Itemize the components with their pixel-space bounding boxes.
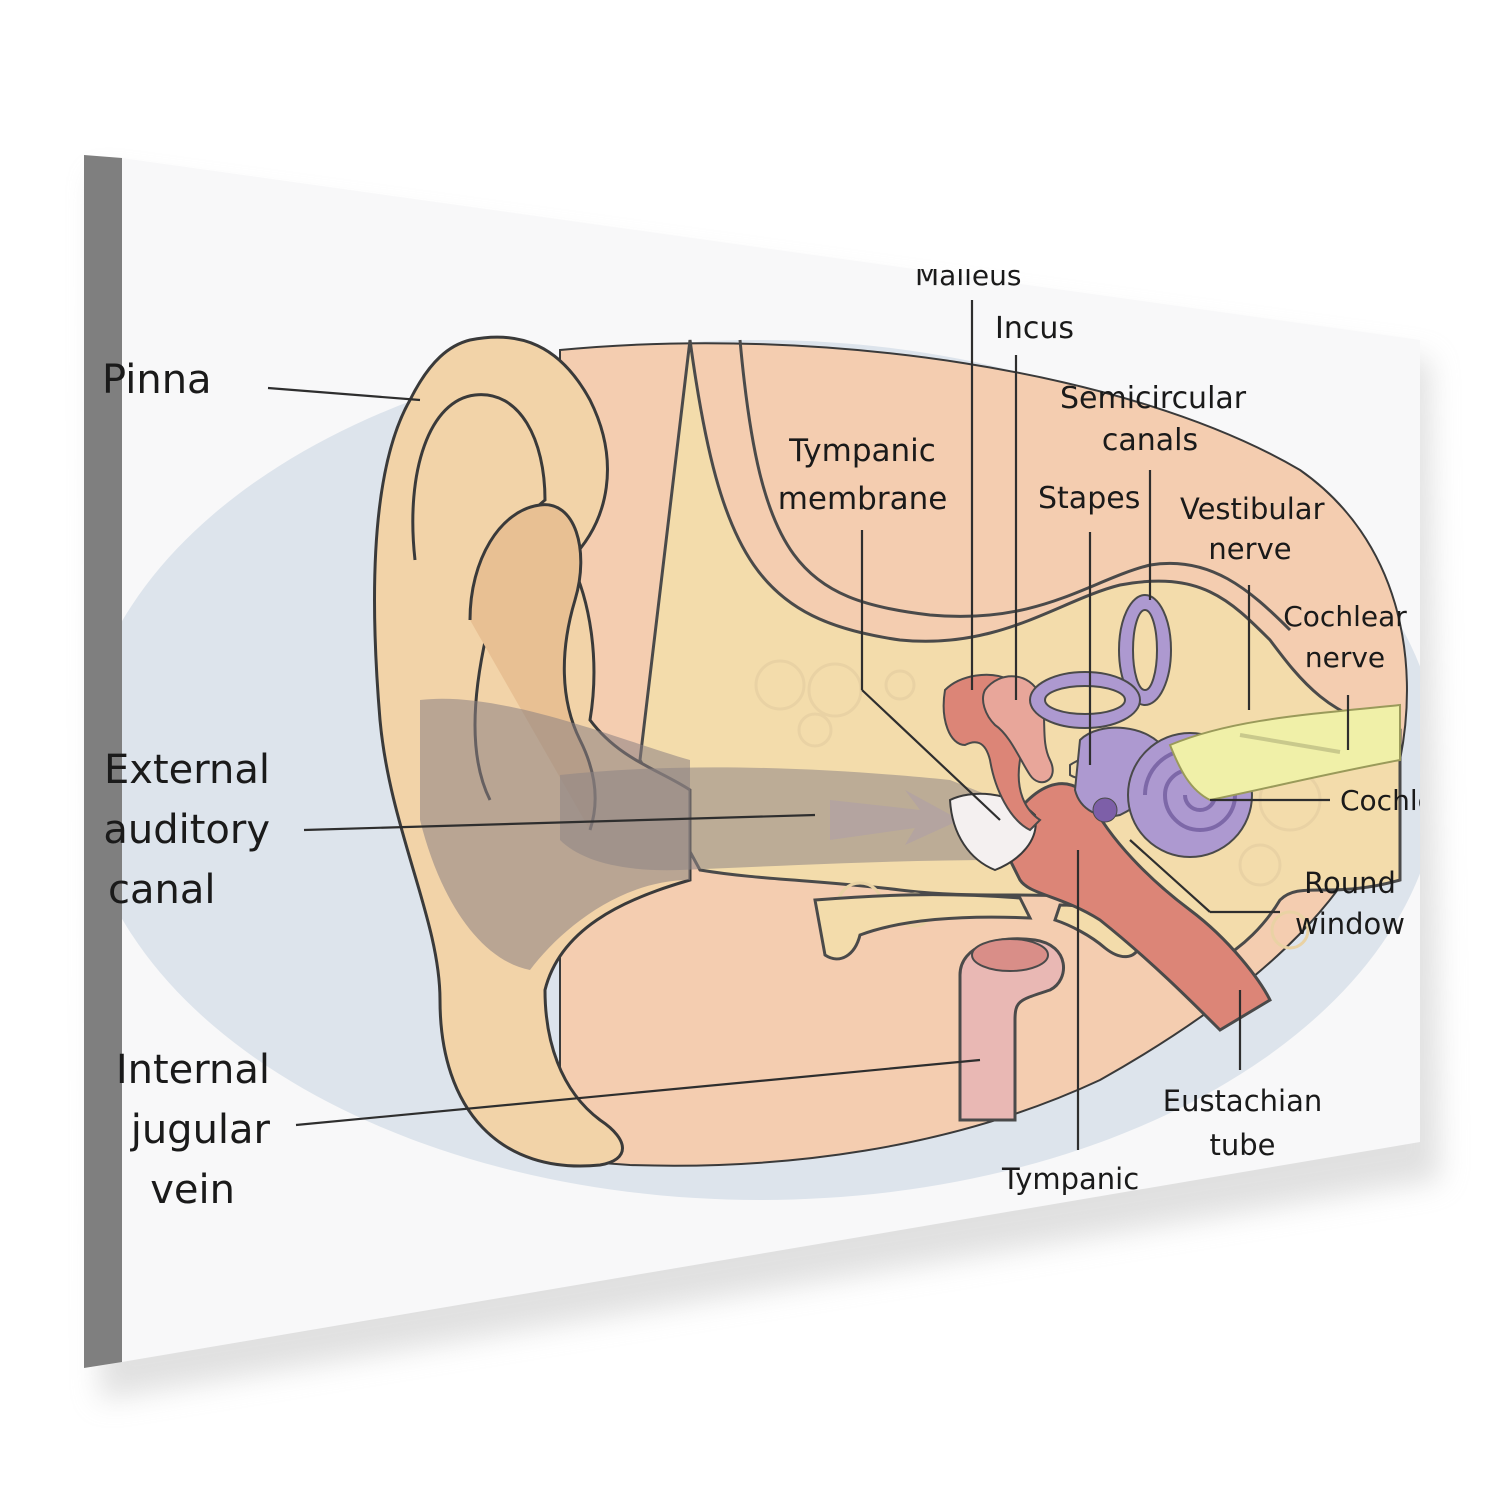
lower-bone: [813, 893, 1033, 961]
canal-arrow: [830, 790, 960, 845]
label-external-1: External: [104, 747, 270, 793]
label-vestibular-1: Vestibular: [1180, 492, 1325, 526]
label-tympanic-membrane-1: Tympanic: [789, 433, 936, 469]
label-cochlear-nerve-1: Cochlear: [1283, 600, 1407, 633]
external-auditory-canal: [560, 767, 1000, 871]
skull-inner-line: [738, 339, 1292, 632]
label-cochlea: Cochlea: [1340, 784, 1420, 817]
label-internal-2: jugular: [130, 1107, 270, 1153]
round-window: [1092, 797, 1118, 823]
label-pinna: Pinna: [102, 357, 212, 403]
label-tympanic-membrane-2: membrane: [777, 481, 948, 517]
label-round-window-1: Round: [1304, 866, 1396, 900]
concha-shading: [420, 698, 690, 970]
leader-lines: [267, 300, 1350, 1150]
vestibulocochlear-nerve: [1168, 703, 1401, 802]
illustration: [122, 300, 1420, 1200]
canvas-side-edge: [84, 155, 122, 1368]
label-eustachian-2: tube: [1209, 1128, 1276, 1162]
label-incus: Incus: [995, 311, 1074, 346]
label-semicircular-2: canals: [1101, 423, 1199, 458]
label-semicircular-1: Semicircular: [1060, 381, 1247, 416]
label-external-2: auditory: [103, 807, 270, 853]
label-external-3: canal: [108, 867, 216, 913]
semicircular-canals: [1029, 594, 1172, 729]
label-tympanic-cavity: Tympanic: [1002, 1162, 1140, 1196]
label-malleus: Malleus: [915, 259, 1022, 292]
label-eustachian-1: Eustachian: [1162, 1084, 1323, 1118]
label-stapes: Stapes: [1038, 481, 1141, 516]
pinna-helix-fold: [411, 393, 547, 801]
label-round-window-2: window: [1294, 907, 1406, 941]
label-internal-1: Internal: [115, 1047, 270, 1093]
label-cochlear-nerve-2: nerve: [1304, 641, 1386, 674]
label-internal-3: vein: [150, 1167, 235, 1213]
label-vestibular-2: nerve: [1208, 532, 1292, 566]
